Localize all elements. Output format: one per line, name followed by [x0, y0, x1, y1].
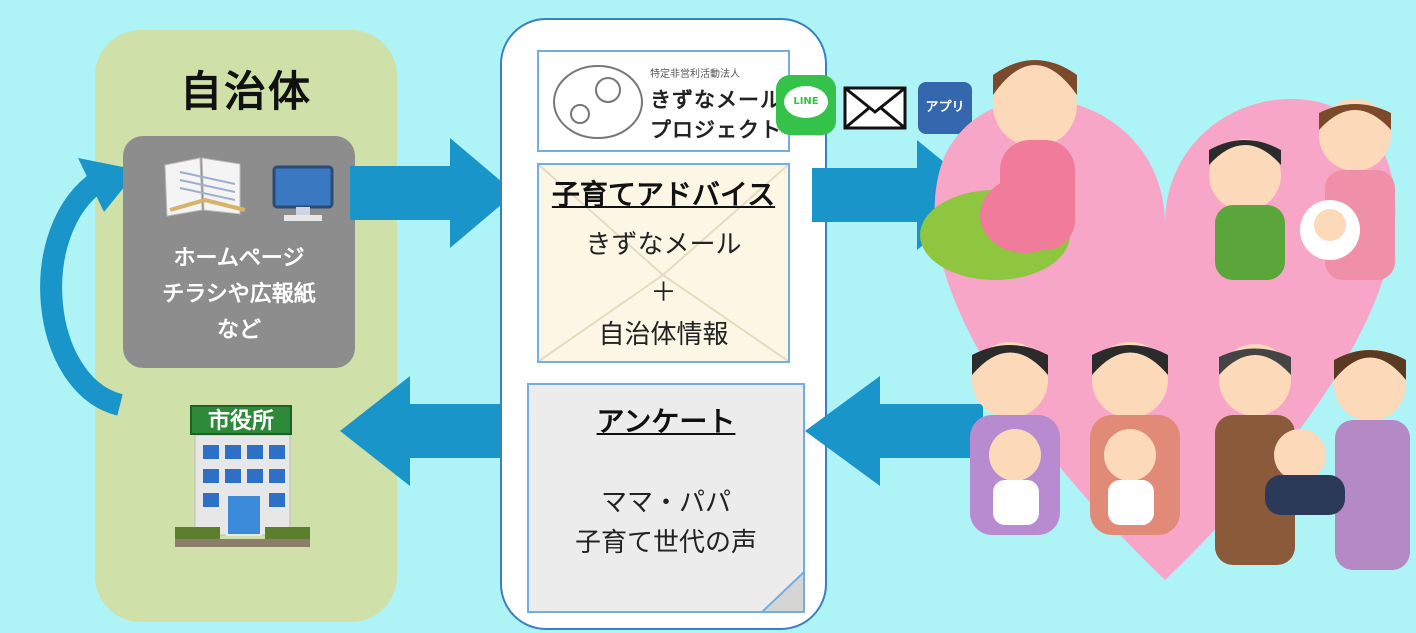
- advice-line: ＋: [650, 278, 677, 308]
- families-heart-illustration: [920, 60, 1410, 580]
- mail-icon: [843, 86, 907, 130]
- advice-line: 自治体情報: [598, 320, 729, 350]
- survey-title: アンケート: [596, 405, 736, 438]
- logo-name-line: プロジェクト: [650, 118, 782, 142]
- logo-name-line: きずなメール: [650, 88, 782, 112]
- survey-line: 子育て世代の声: [574, 528, 757, 558]
- monitor-icon: [272, 165, 334, 221]
- envelope-pattern: [539, 165, 788, 361]
- page-curl-icon: [762, 572, 805, 613]
- book-icon: [164, 157, 246, 217]
- media-line: ホームページ: [173, 246, 305, 271]
- line-label: LINE: [784, 86, 828, 118]
- kizuna-logo-box: [537, 50, 790, 152]
- couple-with-baby-figure: [1209, 99, 1395, 280]
- arrow-left-to-municipality: [340, 376, 505, 486]
- media-line: チラシや広報紙: [162, 282, 316, 307]
- arrow-right-to-phone: [350, 138, 515, 248]
- city-hall-building-icon: [175, 435, 310, 547]
- municipality-title: 自治体: [179, 67, 312, 116]
- mothers-with-babies-figure: [970, 342, 1180, 535]
- app-icon: アプリ: [918, 82, 972, 134]
- advice-title: 子育てアドバイス: [551, 178, 776, 211]
- survey-line: ママ・パパ: [600, 488, 731, 518]
- advice-line: きずなメール: [585, 230, 742, 260]
- city-hall-sign: 市役所: [190, 405, 292, 435]
- logo-org-type: 特定非営利活動法人: [650, 69, 740, 80]
- advice-box: [537, 163, 790, 363]
- grandparents-with-baby-figure: [1215, 344, 1410, 570]
- pregnant-woman-figure: [920, 60, 1077, 280]
- survey-box: [527, 383, 805, 613]
- arrow-left-to-phone: [805, 376, 983, 486]
- mother-baby-logo-icon: [553, 65, 643, 139]
- media-line: など: [216, 318, 261, 343]
